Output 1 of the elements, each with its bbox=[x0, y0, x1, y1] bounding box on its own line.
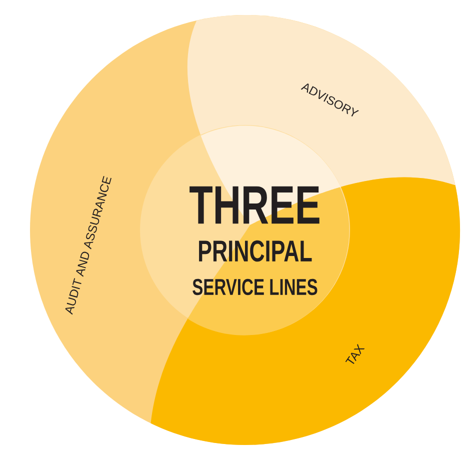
segment-label: TAX bbox=[345, 344, 365, 364]
